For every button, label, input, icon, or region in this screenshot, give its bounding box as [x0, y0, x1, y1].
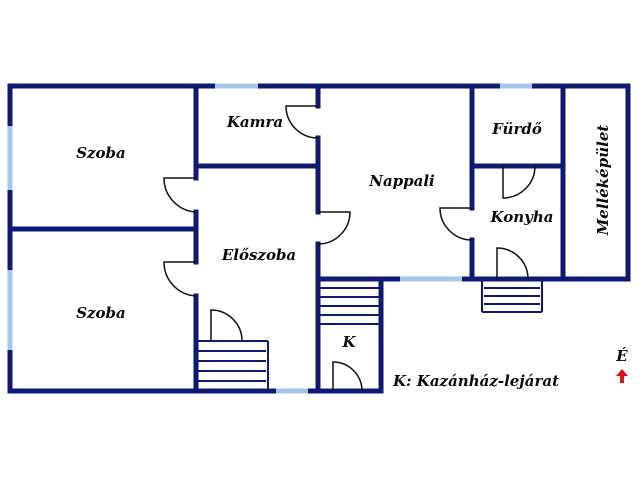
- compass-arrow-icon: [616, 369, 628, 383]
- door-kamra: [285, 105, 319, 139]
- label-szoba-top: Szoba: [76, 144, 126, 162]
- doors: [163, 105, 536, 392]
- door-szoba-top: [163, 177, 197, 213]
- door-nappali-left: [317, 211, 351, 245]
- door-nappali-right: [439, 207, 473, 241]
- label-furdo: Fürdő: [491, 120, 542, 138]
- legend-k: K: Kazánház-lejárat: [392, 372, 559, 390]
- label-szoba-bottom: Szoba: [76, 304, 126, 322]
- windows: [7, 83, 532, 394]
- stairs: [196, 279, 543, 391]
- door-konyha: [496, 247, 529, 280]
- label-eloszoba: Előszoba: [221, 246, 296, 264]
- label-konyha: Konyha: [490, 208, 554, 226]
- label-nappali: Nappali: [368, 172, 435, 190]
- stairs-konyha: [481, 279, 543, 313]
- label-annex: Melléképület: [594, 125, 612, 237]
- label-kamra: Kamra: [226, 113, 283, 131]
- door-szoba-bottom: [163, 261, 197, 297]
- door-furdo: [502, 165, 536, 199]
- compass-letter: É: [615, 347, 628, 365]
- stairs-eloszoba: [196, 340, 269, 391]
- stairs-k: [318, 287, 381, 325]
- label-k: K: [341, 333, 356, 351]
- door-eloszoba: [210, 309, 243, 342]
- door-k: [332, 361, 363, 392]
